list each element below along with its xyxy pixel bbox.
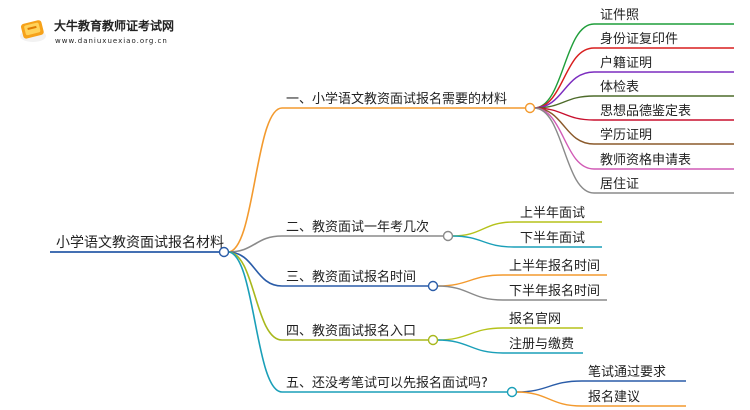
leaf-connector-2-2	[451, 235, 515, 248]
branch-topic-3: 三、教资面试报名时间	[286, 269, 416, 285]
branch-topic-2: 二、教资面试一年考几次	[286, 219, 429, 235]
leaf-connector-3-1	[436, 274, 504, 287]
leaf-connector-1-7	[533, 107, 595, 170]
book-icon	[20, 20, 46, 42]
branch-collapse-toggle-2[interactable]	[442, 230, 454, 242]
branch-connector-2	[227, 235, 283, 253]
leaf-topic-1-6: 学历证明	[600, 127, 652, 143]
leaf-topic-1-7: 教师资格申请表	[600, 152, 691, 168]
branch-connector-5	[227, 251, 283, 393]
branch-collapse-toggle-4[interactable]	[427, 334, 439, 346]
connector-lines	[50, 23, 734, 407]
leaf-connector-5-2	[515, 391, 583, 407]
branch-connector-1	[227, 107, 283, 253]
site-logo: 大牛教育教师证考试网 www.daniuxuexiao.org.cn	[20, 18, 174, 45]
leaf-connector-1-1	[533, 23, 595, 109]
logo-title: 大牛教育教师证考试网	[54, 18, 174, 33]
leaf-topic-1-4: 体检表	[600, 80, 639, 95]
branch-collapse-toggle-3[interactable]	[427, 280, 439, 292]
leaf-topic-1-8: 居住证	[600, 177, 639, 192]
leaf-topic-2-2: 下半年面试	[520, 231, 585, 246]
leaf-connector-1-2	[533, 47, 595, 109]
leaf-topic-5-1: 笔试通过要求	[588, 364, 666, 380]
leaf-connector-3-2	[436, 285, 504, 301]
root-collapse-toggle[interactable]	[218, 246, 230, 258]
leaf-topic-1-1: 证件照	[600, 8, 639, 23]
leaf-topic-1-3: 户籍证明	[600, 55, 652, 71]
branch-topic-4: 四、教资面试报名入口	[286, 323, 416, 339]
root-topic: 小学语文教资面试报名材料	[56, 235, 224, 251]
leaf-connector-5-1	[515, 380, 583, 393]
leaf-connector-4-2	[436, 339, 504, 354]
leaf-topic-3-2: 下半年报名时间	[509, 283, 600, 299]
logo-url: www.daniuxuexiao.org.cn	[55, 37, 168, 45]
leaf-topic-1-5: 思想品德鉴定表	[600, 103, 691, 119]
branch-collapse-toggle-1[interactable]	[524, 102, 536, 114]
branch-topic-5: 五、还没考笔试可以先报名面试吗?	[286, 375, 488, 391]
leaf-connector-1-8	[533, 107, 595, 194]
leaf-topic-2-1: 上半年面试	[520, 206, 585, 221]
branch-connector-3	[227, 251, 283, 287]
leaf-topic-4-2: 注册与缴费	[509, 337, 574, 352]
leaf-topic-4-1: 报名官网	[509, 311, 561, 327]
branch-topic-1: 一、小学语文教资面试报名需要的材料	[286, 91, 507, 107]
branch-connector-4	[227, 251, 283, 341]
branch-collapse-toggle-5[interactable]	[506, 386, 518, 398]
leaf-topic-5-2: 报名建议	[588, 389, 640, 405]
leaf-connector-2-1	[451, 221, 515, 237]
mindmap-nodes: 小学语文教资面试报名材料 一、小学语文教资面试报名需要的材料 证件照身份证复印件户籍…	[56, 8, 691, 405]
leaf-topic-3-1: 上半年报名时间	[509, 258, 600, 274]
leaf-topic-1-2: 身份证复印件	[600, 31, 678, 47]
leaf-connector-4-1	[436, 327, 504, 341]
